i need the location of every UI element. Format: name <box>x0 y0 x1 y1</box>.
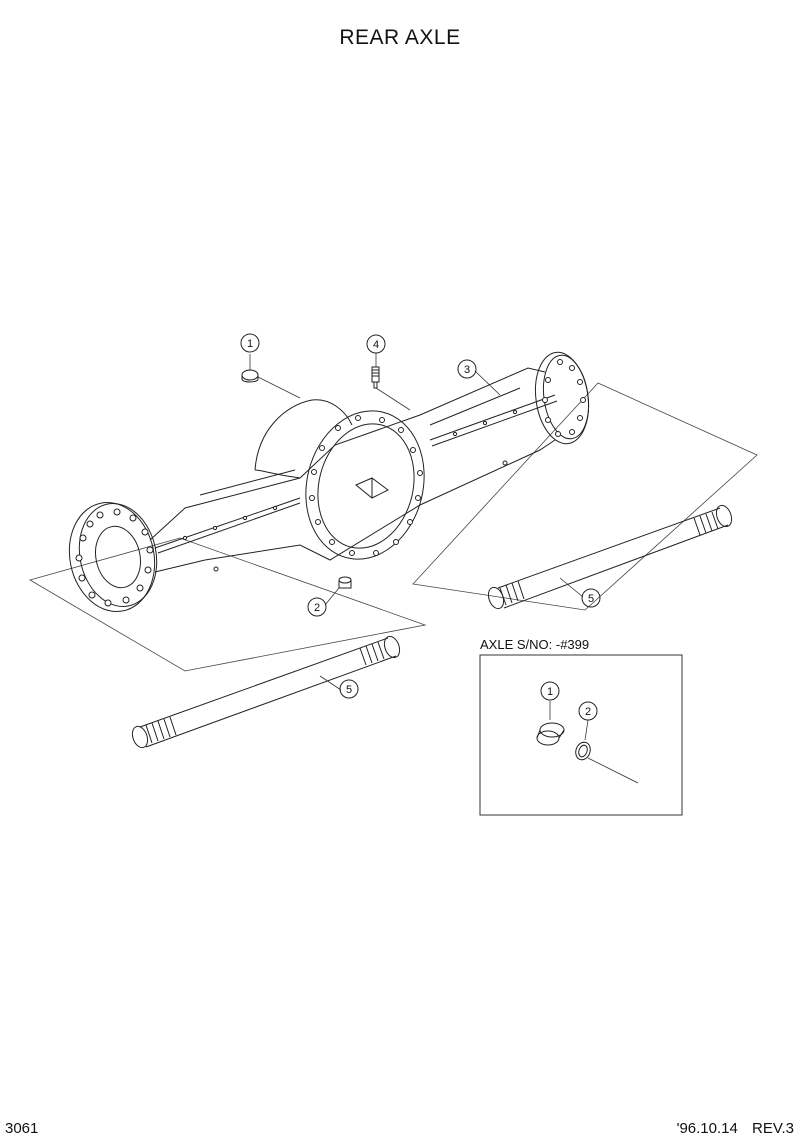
detail-box <box>479 654 683 816</box>
plug-part <box>241 369 259 383</box>
detail-callout-2 <box>578 701 598 721</box>
callout-1 <box>240 333 260 353</box>
detail-plug-part <box>536 722 565 746</box>
breather-part <box>371 366 380 389</box>
detail-callout-2-label: 2 <box>585 706 591 718</box>
detail-callout-1-label: 1 <box>547 686 553 698</box>
callout-5-left <box>339 679 359 699</box>
callout-3-label: 3 <box>464 364 470 376</box>
left-axle-shaft <box>131 635 401 749</box>
detail-washer-part <box>575 741 591 761</box>
callout-5-right-label: 5 <box>588 593 594 605</box>
right-axle-shaft <box>487 504 733 610</box>
revision-number: REV.3 <box>752 1120 794 1137</box>
leader-lines <box>249 353 639 784</box>
callout-2-label: 2 <box>314 602 320 614</box>
detail-callout-1 <box>540 681 560 701</box>
page-number: 3061 <box>5 1120 39 1137</box>
right-ground-plane <box>412 382 758 611</box>
left-ground-plane <box>28 537 427 672</box>
page-title: REAR AXLE <box>339 26 461 49</box>
differential-bowl-ring <box>305 410 425 560</box>
revision-info: '96.10.14 REV.3 <box>667 1120 794 1137</box>
callout-5-left-label: 5 <box>346 684 352 696</box>
callout-2 <box>307 597 327 617</box>
callout-1-label: 1 <box>247 338 253 350</box>
revision-date: '96.10.14 <box>676 1120 738 1137</box>
detail-box-label: AXLE S/NO: -#399 <box>480 637 589 652</box>
left-wheel-flange <box>68 501 158 613</box>
axle-housing <box>149 367 558 573</box>
callout-circles <box>240 333 601 721</box>
callout-4-label: 4 <box>373 339 379 351</box>
callout-4 <box>366 334 386 354</box>
callout-5-right <box>581 588 601 608</box>
callout-3 <box>457 359 477 379</box>
drain-plug-part <box>338 576 352 589</box>
right-wheel-flange <box>534 351 590 445</box>
